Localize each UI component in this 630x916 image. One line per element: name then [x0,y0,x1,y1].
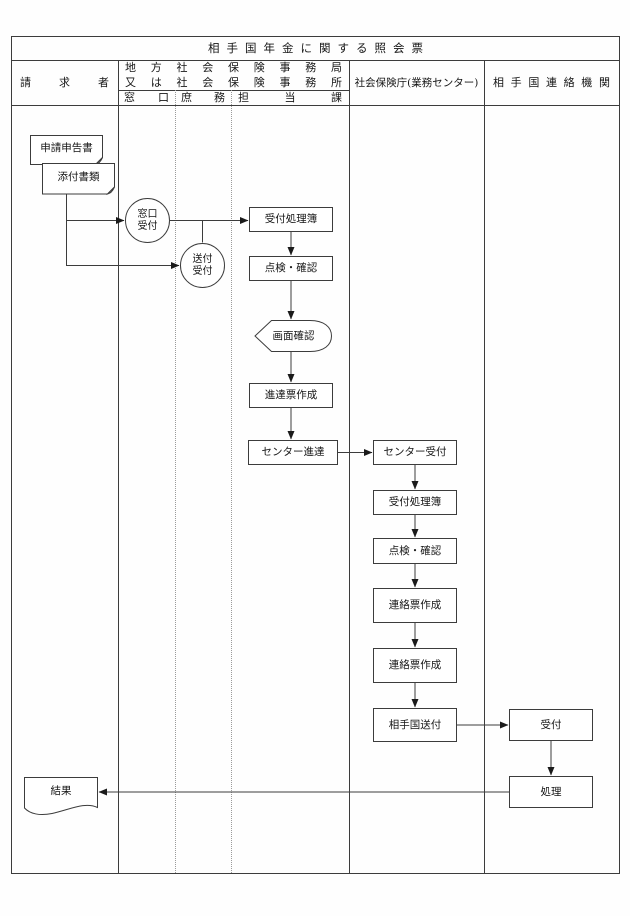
lane-header-partner-org: 相手国連絡機関 [493,76,610,89]
regional-bureau-line1: 地方社会保険事務局 [125,61,342,74]
reception-ledger-center-node: 受付処理簿 [373,490,457,515]
application-doc-label: 申請申告書 [40,142,93,155]
header-bottom-rule [11,105,620,106]
window-reception-line2: 受付 [137,220,158,232]
sublane-divider-general [231,90,232,873]
outer-frame [11,36,620,874]
processing-partner-node: 処理 [509,776,593,808]
reception-partner-node: 受付 [509,709,593,741]
sublane-divider-window [175,90,176,873]
result-doc-label: 結果 [50,784,72,797]
window-reception-line1: 窓口 [137,208,158,220]
window-reception-node: 窓口 受付 [125,198,170,243]
partner-country-send-node: 相手国送付 [373,708,457,742]
subheader-rule [118,90,349,91]
center-forwarding-node: センター進達 [248,440,338,465]
subheader-general-affairs: 庶務 [181,91,225,104]
screen-confirm-label: 画面確認 [272,329,315,342]
check-confirm-local-node: 点検・確認 [249,256,333,281]
mail-reception-line1: 送付 [192,253,213,265]
subheader-window: 窓口 [124,91,169,104]
check-confirm-center-node: 点検・確認 [373,538,457,564]
title-bottom-rule [11,60,620,61]
attached-docs-label: 添付書類 [57,170,100,183]
regional-bureau-line2: 又は社会保険事務所 [125,76,342,89]
forwarding-slip-create-node: 進達票作成 [249,383,333,408]
mail-reception-node: 送付 受付 [180,243,225,288]
reception-ledger-local-node: 受付処理簿 [249,207,333,232]
center-reception-node: センター受付 [373,440,457,465]
contact-slip-create-2-node: 連絡票作成 [373,648,457,683]
lane-divider-partner [484,60,485,873]
mail-reception-line2: 受付 [192,265,213,277]
lane-header-regional-bureau: 地方社会保険事務局 又は社会保険事務所 [118,60,349,90]
subheader-charge-section: 担当課 [238,91,342,104]
lane-header-claimant: 請求者 [20,76,109,89]
lane-header-agency-center: 社会保険庁(業務センター) [354,77,479,89]
contact-slip-create-1-node: 連絡票作成 [373,588,457,623]
page-title: 相手国年金に関する照会票 [208,41,430,55]
lane-divider-claimant [118,60,119,873]
lane-divider-agency [349,60,350,873]
